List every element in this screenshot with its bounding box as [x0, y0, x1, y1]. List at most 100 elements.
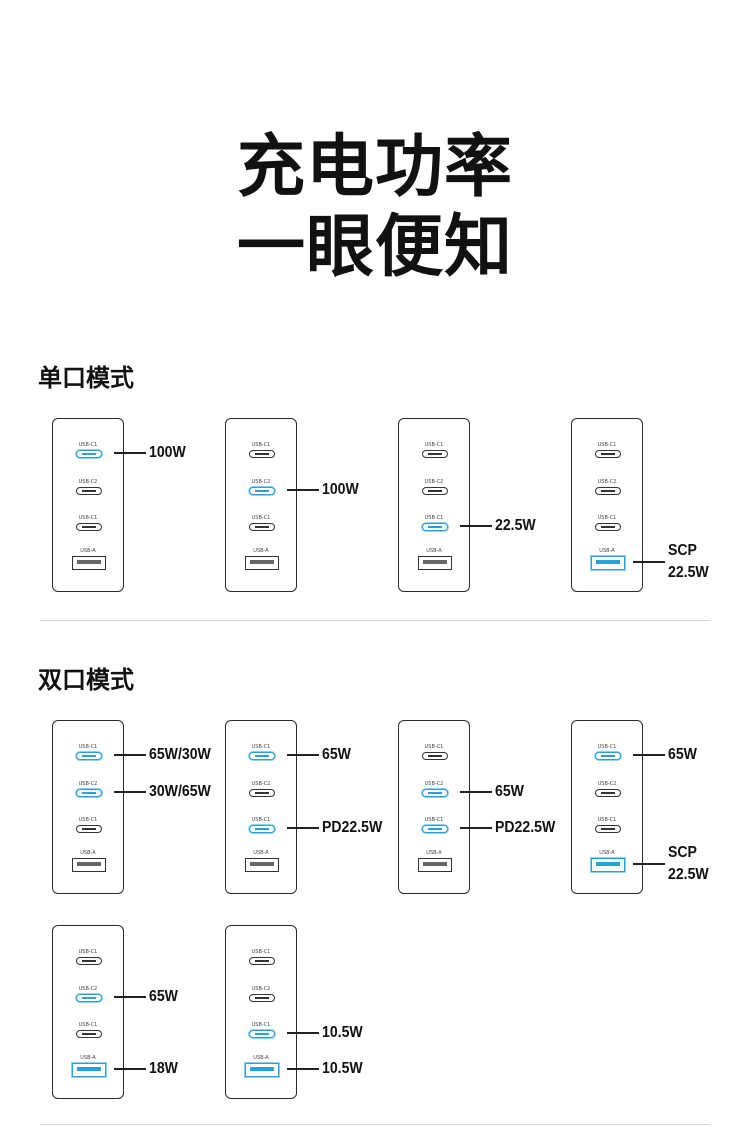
port-label: USB-C1 [251, 817, 271, 823]
usb-c-port-icon [595, 487, 621, 495]
port-label: USB-C1 [78, 744, 98, 750]
port-label: USB-C1 [251, 515, 271, 521]
callout-line [460, 791, 492, 793]
section-divider [40, 620, 710, 621]
usb-c-port-icon [249, 1030, 275, 1038]
port-label: USB-C1 [78, 515, 98, 521]
power-callout: 65W [460, 781, 528, 803]
power-rating-text: 65W [668, 746, 697, 763]
callout-line [287, 489, 319, 491]
usb-a-port-icon [245, 1063, 279, 1077]
port-label: USB-C1 [78, 949, 98, 955]
port-label: USB-C2 [251, 479, 271, 485]
section-divider-bottom [40, 1124, 710, 1125]
port-label: USB-A [80, 548, 96, 554]
power-rating-text: 10.5W [322, 1024, 363, 1041]
usb-c-port-icon [249, 487, 275, 495]
port-label: USB-C1 [424, 744, 444, 750]
usb-c-port-icon [422, 789, 448, 797]
port-label: USB-A [599, 850, 615, 856]
callout-line [287, 754, 319, 756]
port-label: USB-A [253, 1055, 269, 1061]
power-rating-text: SCP 22.5W [668, 542, 709, 581]
port-label: USB-A [80, 850, 96, 856]
port-label: USB-C2 [251, 781, 271, 787]
power-rating-text: SCP 22.5W [668, 844, 709, 883]
callout-line [633, 863, 665, 865]
port-label: USB-C2 [78, 479, 98, 485]
callout-line [287, 1032, 319, 1034]
port-label: USB-C2 [424, 781, 444, 787]
port-label: USB-C2 [78, 986, 98, 992]
power-rating-text: 65W/30W [149, 746, 211, 763]
usb-c-port-icon [76, 1030, 102, 1038]
section-title-single-port: 单口模式 [38, 364, 134, 392]
power-callout: 100W [114, 442, 191, 464]
usb-c-port-icon [76, 752, 102, 760]
callout-line [287, 827, 319, 829]
power-callout: SCP 22.5W [633, 842, 714, 886]
port-label: USB-C1 [597, 817, 617, 823]
power-callout: 100W [287, 479, 364, 501]
usb-c-port-icon [249, 789, 275, 797]
usb-c-port-icon [422, 523, 448, 531]
port-label: USB-C1 [251, 744, 271, 750]
usb-c-port-icon [249, 752, 275, 760]
port-label: USB-C2 [78, 781, 98, 787]
usb-a-port-icon [418, 556, 452, 570]
port-label: USB-C1 [78, 1022, 98, 1028]
port-label: USB-C1 [251, 442, 271, 448]
usb-c-port-icon [76, 994, 102, 1002]
power-callout: 65W/30W [114, 744, 219, 766]
callout-line [114, 452, 146, 454]
port-label: USB-C1 [251, 949, 271, 955]
power-rating-text: 30W/65W [149, 783, 211, 800]
usb-c-port-icon [595, 450, 621, 458]
port-label: USB-C1 [597, 442, 617, 448]
usb-c-port-icon [249, 825, 275, 833]
power-callout: 65W [633, 744, 701, 766]
power-rating-text: PD22.5W [322, 819, 383, 836]
power-rating-text: 65W [149, 988, 178, 1005]
callout-line [460, 525, 492, 527]
port-label: USB-C2 [424, 479, 444, 485]
usb-c-port-icon [422, 825, 448, 833]
port-label: USB-C1 [251, 1022, 271, 1028]
power-rating-text: 65W [495, 783, 524, 800]
port-label: USB-C2 [597, 781, 617, 787]
usb-c-port-icon [422, 487, 448, 495]
usb-a-port-icon [72, 1063, 106, 1077]
callout-line [633, 754, 665, 756]
power-callout: 10.5W [287, 1058, 368, 1080]
usb-c-port-icon [595, 825, 621, 833]
power-rating-text: 65W [322, 746, 351, 763]
power-rating-text: PD22.5W [495, 819, 556, 836]
port-label: USB-C2 [597, 479, 617, 485]
headline-line-2: 一眼便知 [236, 208, 513, 287]
headline-line-1: 充电功率 [236, 128, 513, 207]
usb-c-port-icon [595, 523, 621, 531]
usb-c-port-icon [76, 825, 102, 833]
port-label: USB-C1 [78, 817, 98, 823]
usb-a-port-icon [418, 858, 452, 872]
power-rating-text: 100W [322, 481, 359, 498]
power-rating-text: 100W [149, 444, 186, 461]
callout-line [114, 754, 146, 756]
power-rating-text: 18W [149, 1060, 178, 1077]
port-label: USB-A [253, 850, 269, 856]
port-label: USB-C2 [251, 986, 271, 992]
port-label: USB-C1 [424, 515, 444, 521]
power-callout: 65W [287, 744, 355, 766]
power-callout: 18W [114, 1058, 182, 1080]
power-callout: 30W/65W [114, 781, 219, 803]
callout-line [460, 827, 492, 829]
power-callout: PD22.5W [460, 817, 563, 839]
port-label: USB-A [80, 1055, 96, 1061]
